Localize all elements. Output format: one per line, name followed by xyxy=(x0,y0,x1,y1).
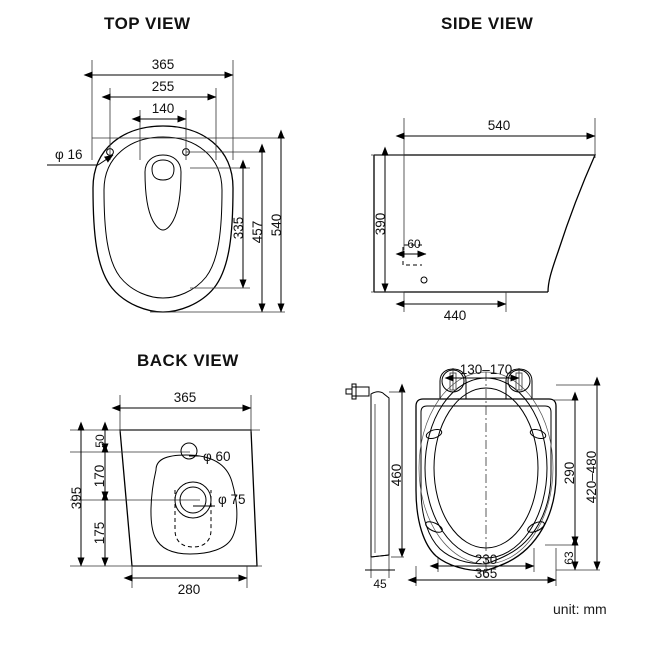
dim-top-540: 540 xyxy=(269,214,284,237)
seat-side-profile-outer xyxy=(370,391,390,558)
side-body-profile xyxy=(374,154,597,293)
dim-back-phi60: φ 60 xyxy=(203,449,231,464)
top-view-title: TOP VIEW xyxy=(104,14,191,33)
dim-top-255: 255 xyxy=(152,79,175,94)
seat-hinge-plate xyxy=(351,383,357,400)
unit-note: unit: mm xyxy=(553,601,607,617)
seat-bumper-top-right xyxy=(529,428,547,440)
dim-top-335: 335 xyxy=(231,217,246,240)
dim-side-540: 540 xyxy=(488,118,511,133)
back-view-geometry: 365 280 395 50 170 175 φ 60 φ 75 xyxy=(69,390,262,597)
dim-top-phi16: φ 16 xyxy=(55,147,83,162)
dim-side-60: 60 xyxy=(407,237,421,251)
dim-seat-365: 365 xyxy=(475,566,498,581)
side-view-geometry: 540 390 60 440 xyxy=(371,118,597,323)
dim-top-365: 365 xyxy=(152,57,175,72)
dim-side-440: 440 xyxy=(444,308,467,323)
dim-side-390: 390 xyxy=(373,213,388,236)
seat-bumper-top-left xyxy=(425,428,443,440)
dim-back-50: 50 xyxy=(93,434,107,448)
dim-back-phi75: φ 75 xyxy=(218,492,246,507)
dim-seat-45: 45 xyxy=(373,577,387,591)
dim-seat-290: 290 xyxy=(562,462,577,485)
side-small-hole xyxy=(420,276,428,284)
bowl-flush-channel xyxy=(144,154,182,231)
dim-top-457: 457 xyxy=(250,221,265,244)
back-outlet-inner-circle xyxy=(179,486,207,514)
dim-back-365: 365 xyxy=(174,390,197,405)
seat-bumper-bottom-left xyxy=(425,521,443,533)
seat-hinge-tip xyxy=(345,388,353,395)
leader-phi16-arrow xyxy=(97,154,114,166)
side-view-title: SIDE VIEW xyxy=(441,14,534,33)
bowl-inner-rim xyxy=(103,136,223,299)
back-view-title: BACK VIEW xyxy=(137,351,239,370)
dim-back-395: 395 xyxy=(69,487,84,510)
seat-detail-geometry: 130–170 460 45 230 365 xyxy=(345,362,601,591)
back-trap-outline xyxy=(150,454,238,555)
bowl-flush-hole xyxy=(151,159,175,181)
dim-seat-230: 230 xyxy=(475,552,498,567)
dim-top-140: 140 xyxy=(152,101,175,116)
seat-hinge-stub xyxy=(351,386,370,397)
dim-seat-130-170: 130–170 xyxy=(460,362,513,377)
back-inlet-circle xyxy=(180,442,198,460)
back-outlet-outer-circle xyxy=(174,481,212,519)
seat-plan-outer xyxy=(415,398,557,572)
dim-back-175: 175 xyxy=(92,522,107,545)
dim-back-280: 280 xyxy=(178,582,201,597)
seat-ring-outer xyxy=(418,371,554,565)
seat-bumper-bottom-right xyxy=(527,521,545,533)
dim-seat-460: 460 xyxy=(389,464,404,487)
dim-seat-63: 63 xyxy=(562,551,576,565)
dim-seat-420-480: 420–480 xyxy=(584,451,599,504)
bowl-outer-outline xyxy=(92,125,234,313)
top-view-geometry: 365 255 140 φ 16 335 457 540 xyxy=(47,57,285,313)
seat-side-bottom xyxy=(370,554,390,558)
dim-back-170: 170 xyxy=(92,465,107,488)
